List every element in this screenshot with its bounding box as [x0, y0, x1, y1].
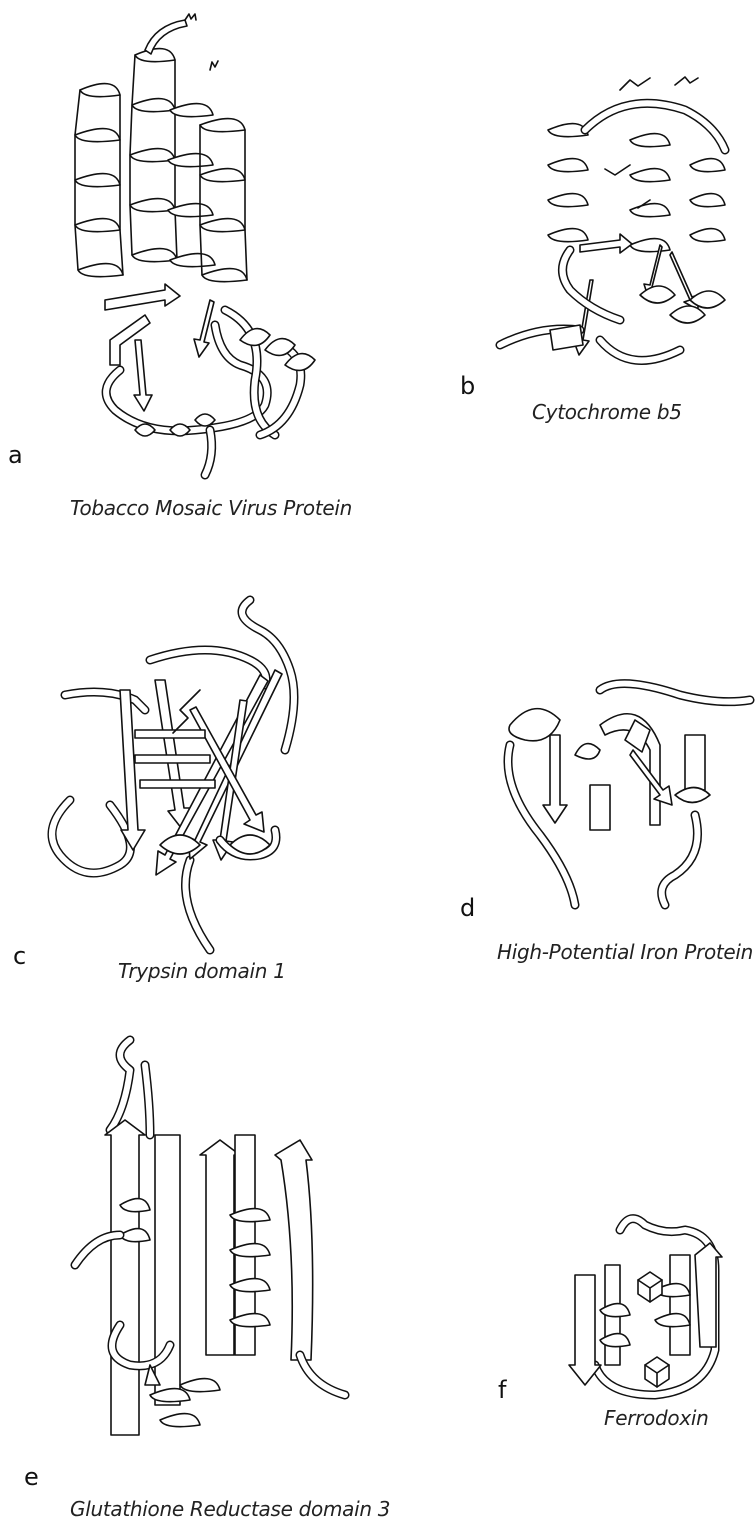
- tobacco-mosaic-virus-protein-ribbon-drawing: [60, 10, 320, 480]
- trypsin-domain-1-ribbon-drawing: [40, 590, 340, 960]
- helix-left: [548, 124, 588, 242]
- glutathione-reductase-domain-3-ribbon-drawing: [60, 1035, 360, 1465]
- caption-ferrodoxin: Ferrodoxin: [604, 1408, 709, 1428]
- cytochrome-b5-ribbon-drawing: [490, 70, 750, 380]
- helix-1: [75, 84, 123, 277]
- beta-strand-3: [134, 340, 152, 411]
- panel-letter-e: e: [24, 1465, 39, 1489]
- panel-letter-c: c: [13, 944, 26, 968]
- helix-2: [130, 49, 177, 262]
- helix-center: [630, 134, 670, 252]
- caption-glutathione-reductase-domain-3: Glutathione Reductase domain 3: [70, 1499, 390, 1519]
- panel-letter-d: d: [460, 896, 475, 920]
- panel-letter-a: a: [8, 443, 23, 467]
- helix-right: [690, 159, 725, 242]
- panel-letter-b: b: [460, 374, 475, 398]
- panel-letter-f: f: [498, 1378, 506, 1402]
- ferrodoxin-ribbon-drawing: [560, 1215, 730, 1415]
- beta-strand-2: [194, 300, 214, 357]
- caption-tobacco-mosaic-virus-protein: Tobacco Mosaic Virus Protein: [70, 498, 352, 518]
- caption-trypsin-domain-1: Trypsin domain 1: [118, 961, 286, 981]
- caption-cytochrome-b5: Cytochrome b5: [532, 402, 682, 422]
- caption-high-potential-iron-protein: High-Potential Iron Protein: [497, 942, 753, 962]
- beta-strand-1: [105, 284, 180, 310]
- high-potential-iron-protein-ribbon-drawing: [480, 675, 755, 915]
